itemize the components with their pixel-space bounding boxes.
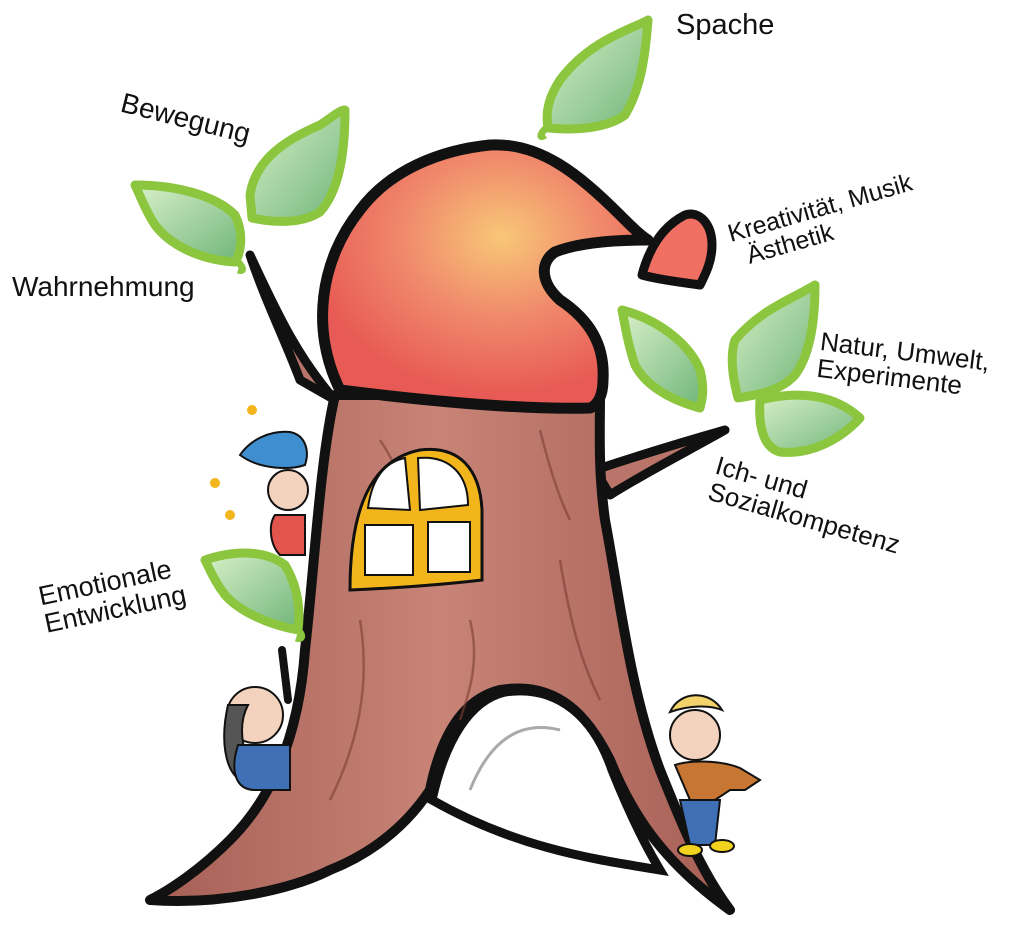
girl-figure (224, 650, 290, 790)
crown-tag (642, 214, 712, 285)
right-branch (595, 430, 725, 495)
leaf-bewegung (250, 110, 345, 221)
leaf-natur-right (732, 285, 815, 398)
label-wahrnehmung: Wahrnehmung (12, 272, 195, 301)
leaf-ich (760, 395, 860, 452)
leaf-wahrnehmung (135, 185, 243, 271)
label-spache: Spache (676, 10, 774, 40)
tree-crown (323, 145, 648, 408)
leaf-emotionale (205, 553, 302, 638)
leaf-natur-left (622, 310, 703, 408)
leaf-spache (541, 20, 648, 137)
jester-figure (210, 405, 308, 555)
